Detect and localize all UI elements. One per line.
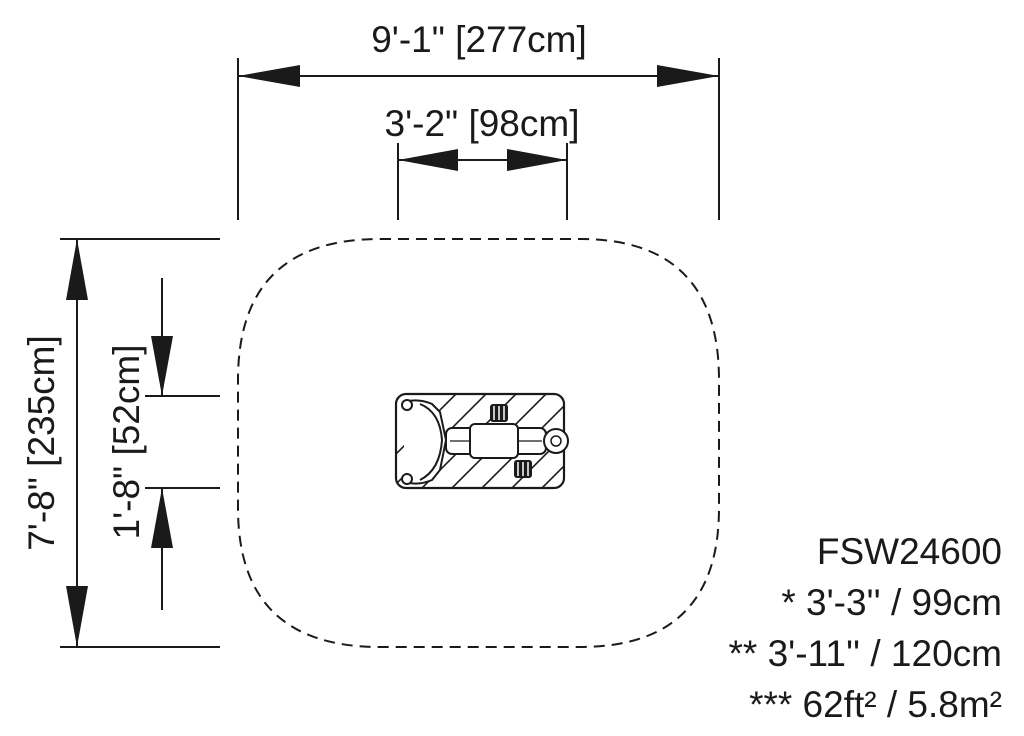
arrowhead-down-icon bbox=[151, 336, 173, 396]
arrowhead-up-icon bbox=[66, 239, 88, 300]
arrowhead-right-icon bbox=[657, 65, 719, 87]
spec-line-1: * 3'-3'' / 99cm bbox=[781, 582, 1002, 623]
spec-line-3: *** 62ft² / 5.8m² bbox=[749, 684, 1002, 725]
overall-width-dimension: 9'-1" [277cm] bbox=[237, 19, 720, 220]
overall-depth-dimension: 7'-8" [235cm] bbox=[21, 238, 220, 648]
unit-width-dimension: 3'-2" [98cm] bbox=[385, 103, 580, 220]
spec-line-2: ** 3'-11'' / 120cm bbox=[728, 633, 1002, 674]
unit-depth-label: 1'-8" [52cm] bbox=[106, 345, 147, 540]
arrowhead-right-icon bbox=[507, 149, 567, 171]
overall-width-label: 9'-1" [277cm] bbox=[371, 19, 587, 60]
model-number: FSW24600 bbox=[816, 531, 1002, 572]
unit-depth-dimension: 1'-8" [52cm] bbox=[106, 278, 220, 610]
use-zone-boundary bbox=[237, 238, 720, 648]
spec-block: FSW24600 * 3'-3'' / 99cm ** 3'-11'' / 12… bbox=[729, 526, 1002, 730]
equipment-footprint-icon bbox=[394, 392, 569, 490]
arrowhead-up-icon bbox=[151, 488, 173, 548]
seat-frame bbox=[403, 399, 448, 485]
handle bbox=[543, 428, 569, 454]
unit-width-label: 3'-2" [98cm] bbox=[385, 103, 580, 144]
arrowhead-left-icon bbox=[398, 149, 458, 171]
arrowhead-down-icon bbox=[66, 586, 88, 647]
arrowhead-left-icon bbox=[238, 65, 300, 87]
overall-depth-label: 7'-8" [235cm] bbox=[21, 335, 62, 551]
